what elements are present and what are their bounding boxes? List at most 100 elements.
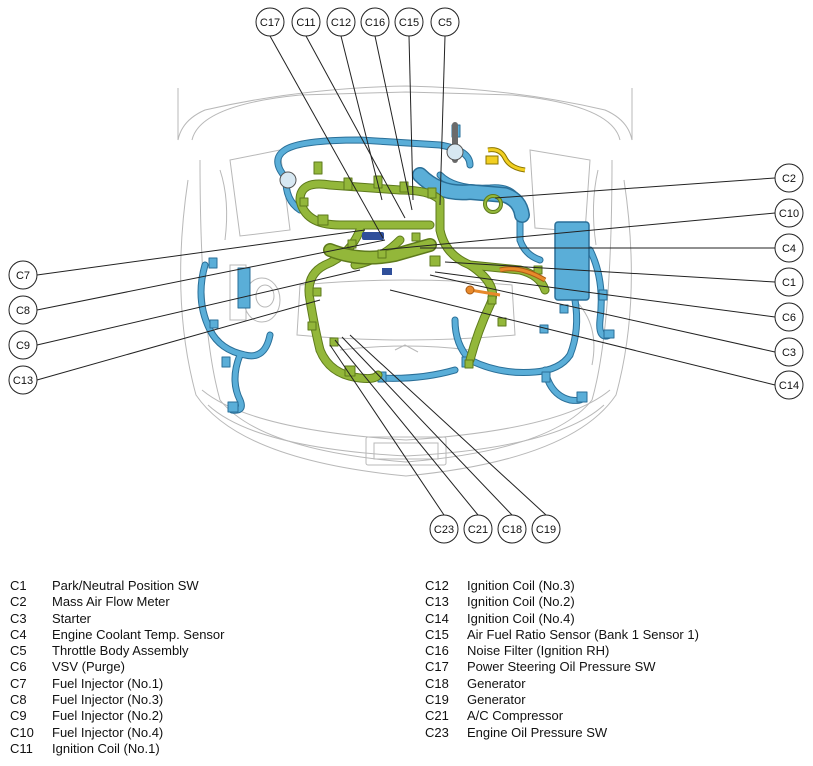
legend-name: Generator [467,692,526,708]
callout-c7: C7 [8,260,38,290]
legend-item: C2 Mass Air Flow Meter [10,594,224,610]
svg-text:C3: C3 [782,347,796,359]
svg-text:C12: C12 [331,17,351,29]
legend-item: C9 Fuel Injector (No.2) [10,708,224,724]
legend-name: Ignition Coil (No.3) [467,578,575,593]
legend-code: C7 [10,675,27,691]
callout-c19: C19 [531,514,561,544]
legend-item: C23 Engine Oil Pressure SW [425,725,699,741]
svg-text:C5: C5 [438,17,452,29]
legend-name: VSV (Purge) [52,659,125,675]
legend-name: Fuel Injector (No.2) [52,708,164,724]
legend-item: C15 Air Fuel Ratio Sensor (Bank 1 Sensor … [425,627,699,643]
legend-name: Air Fuel Ratio Sensor (Bank 1 Sensor 1) [467,626,699,642]
svg-text:C4: C4 [782,243,796,255]
callout-bubbles: C17 C11 C12 C16 C15 C5 C2 C10 C4 C1 C6 C… [8,7,804,544]
legend-item: C8 Fuel Injector (No.3) [10,692,224,708]
svg-text:C9: C9 [16,340,30,352]
legend-name: Ignition Coil (No.4) [467,610,575,626]
legend-name: Ignition Coil (No.1) [52,740,160,756]
callout-c17: C17 [255,7,285,37]
svg-text:C21: C21 [468,524,488,536]
legend-item: C6 VSV (Purge) [10,659,224,675]
leader-lines [36,35,776,516]
legend-code: C23 [425,724,449,740]
callout-c11: C11 [291,7,321,37]
legend-code: C1 [10,578,27,593]
callout-c13: C13 [8,365,38,395]
legend-name: Fuel Injector (No.4) [52,724,164,740]
legend-name: Mass Air Flow Meter [52,594,170,610]
legend-code: C2 [10,594,27,610]
svg-text:C15: C15 [399,17,419,29]
callout-c4: C4 [774,233,804,263]
callout-c9: C9 [8,330,38,360]
legend-name: Throttle Body Assembly [52,643,189,659]
legend-code: C15 [425,626,449,642]
callout-c23: C23 [429,514,459,544]
legend-item: C19 Generator [425,692,699,708]
callout-c3: C3 [774,337,804,367]
legend-code: C19 [425,692,449,708]
legend-name: Noise Filter (Ignition RH) [467,643,610,659]
green-harness [295,161,550,384]
legend-name: Fuel Injector (No.1) [52,675,164,691]
svg-text:C16: C16 [365,17,385,29]
callout-c14: C14 [774,370,804,400]
legend-code: C10 [10,724,34,740]
svg-text:C2: C2 [782,173,796,185]
svg-text:C6: C6 [782,312,796,324]
legend-name: Fuel Injector (No.3) [52,692,164,708]
svg-text:C7: C7 [16,270,30,282]
legend-code: C6 [10,659,27,675]
legend-code: C16 [425,643,449,659]
svg-text:C10: C10 [779,208,799,220]
legend-item: C12 Ignition Coil (No.3) [425,578,699,594]
legend-name: Generator [467,675,526,691]
callout-c12: C12 [326,7,356,37]
legend-code: C8 [10,692,27,708]
svg-text:C14: C14 [779,380,799,392]
callout-c16: C16 [360,7,390,37]
svg-text:C11: C11 [296,17,315,29]
legend-code: C17 [425,659,449,675]
legend-name: A/C Compressor [467,708,564,724]
legend-item: C7 Fuel Injector (No.1) [10,676,224,692]
callout-c10: C10 [774,198,804,228]
legend-code: C5 [10,643,27,659]
legend-code: C9 [10,708,27,724]
svg-text:C18: C18 [502,524,522,536]
callout-c6: C6 [774,302,804,332]
legend-item: C4 Engine Coolant Temp. Sensor [10,627,224,643]
svg-text:C19: C19 [536,524,556,536]
legend-item: C5 Throttle Body Assembly [10,643,224,659]
svg-text:C17: C17 [260,17,280,29]
legend-code: C18 [425,675,449,691]
blue-harness [197,122,615,414]
callout-c8: C8 [8,295,38,325]
legend-item: C18 Generator [425,676,699,692]
legend-code: C4 [10,626,27,642]
legend-item: C10 Fuel Injector (No.4) [10,725,224,741]
legend-code: C12 [425,578,449,593]
callout-c18: C18 [497,514,527,544]
callout-c5: C5 [430,7,460,37]
legend-name: Engine Oil Pressure SW [467,724,608,740]
accent-parts [362,147,547,297]
legend-name: Ignition Coil (No.2) [467,594,575,610]
callout-c21: C21 [463,514,493,544]
svg-text:C23: C23 [434,524,454,536]
callout-c1: C1 [774,267,804,297]
legend-item: C16 Noise Filter (Ignition RH) [425,643,699,659]
legend-code: C13 [425,594,449,610]
legend-name: Engine Coolant Temp. Sensor [52,626,225,642]
engine-wiring-diagram: C17 C11 C12 C16 C15 C5 C2 C10 C4 C1 C6 C… [8,7,804,544]
legend-code: C3 [10,610,27,626]
